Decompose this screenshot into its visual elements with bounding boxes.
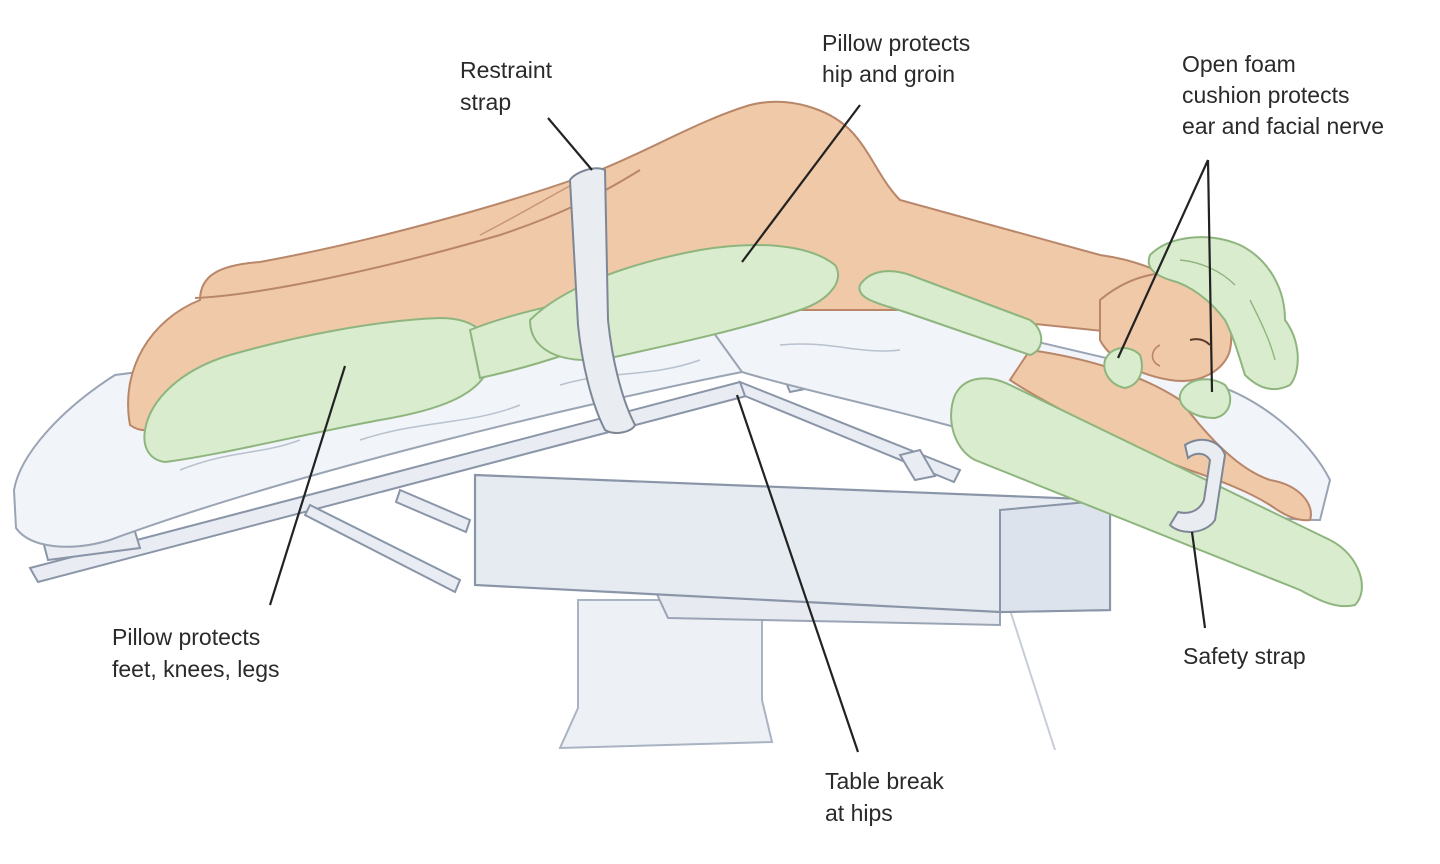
label-table-break: Table break at hips [825,768,950,826]
table-pedestal [558,588,1056,751]
pedestal-shadow-line [1009,609,1056,751]
label-pillow-hip: Pillow protects hip and groin [822,30,977,87]
table-brace-2 [394,488,472,534]
labels: Restraint strap Pillow protects hip and … [112,30,1384,826]
leader-table-break [735,394,860,753]
label-pillow-legs: Pillow protects feet, knees, legs [112,624,280,682]
table-brace-1 [303,503,462,594]
chest-roll-upper [858,270,1043,357]
leader-restraint-strap [547,117,593,171]
leader-foam-cushion-1 [1116,159,1210,359]
chest-roll-lower [950,377,1363,608]
sheet-wrinkles [179,343,901,471]
cap-shape [1147,236,1299,391]
restraint-strap-band[interactable] [568,167,637,434]
safety-strap-band[interactable] [1168,438,1227,533]
leader-foam-cushion-2 [1206,159,1214,393]
patient-ear [1151,344,1161,367]
label-restraint-strap: Restraint strap [460,57,558,115]
patient-eye [1189,338,1211,346]
leader-safety-strap [1190,531,1207,629]
leader-pillow-hip [741,104,861,263]
pedestal-column [558,599,774,750]
leader-lines [268,104,1214,753]
surgical-cap [1147,236,1299,391]
straps [568,167,1227,533]
label-foam-cushion: Open foam cushion protects ear and facia… [1182,51,1384,139]
table-frame [28,362,1112,614]
leader-pillow-legs [268,365,347,606]
table-center-box-side [999,498,1111,614]
label-safety-strap: Safety strap [1183,643,1306,669]
